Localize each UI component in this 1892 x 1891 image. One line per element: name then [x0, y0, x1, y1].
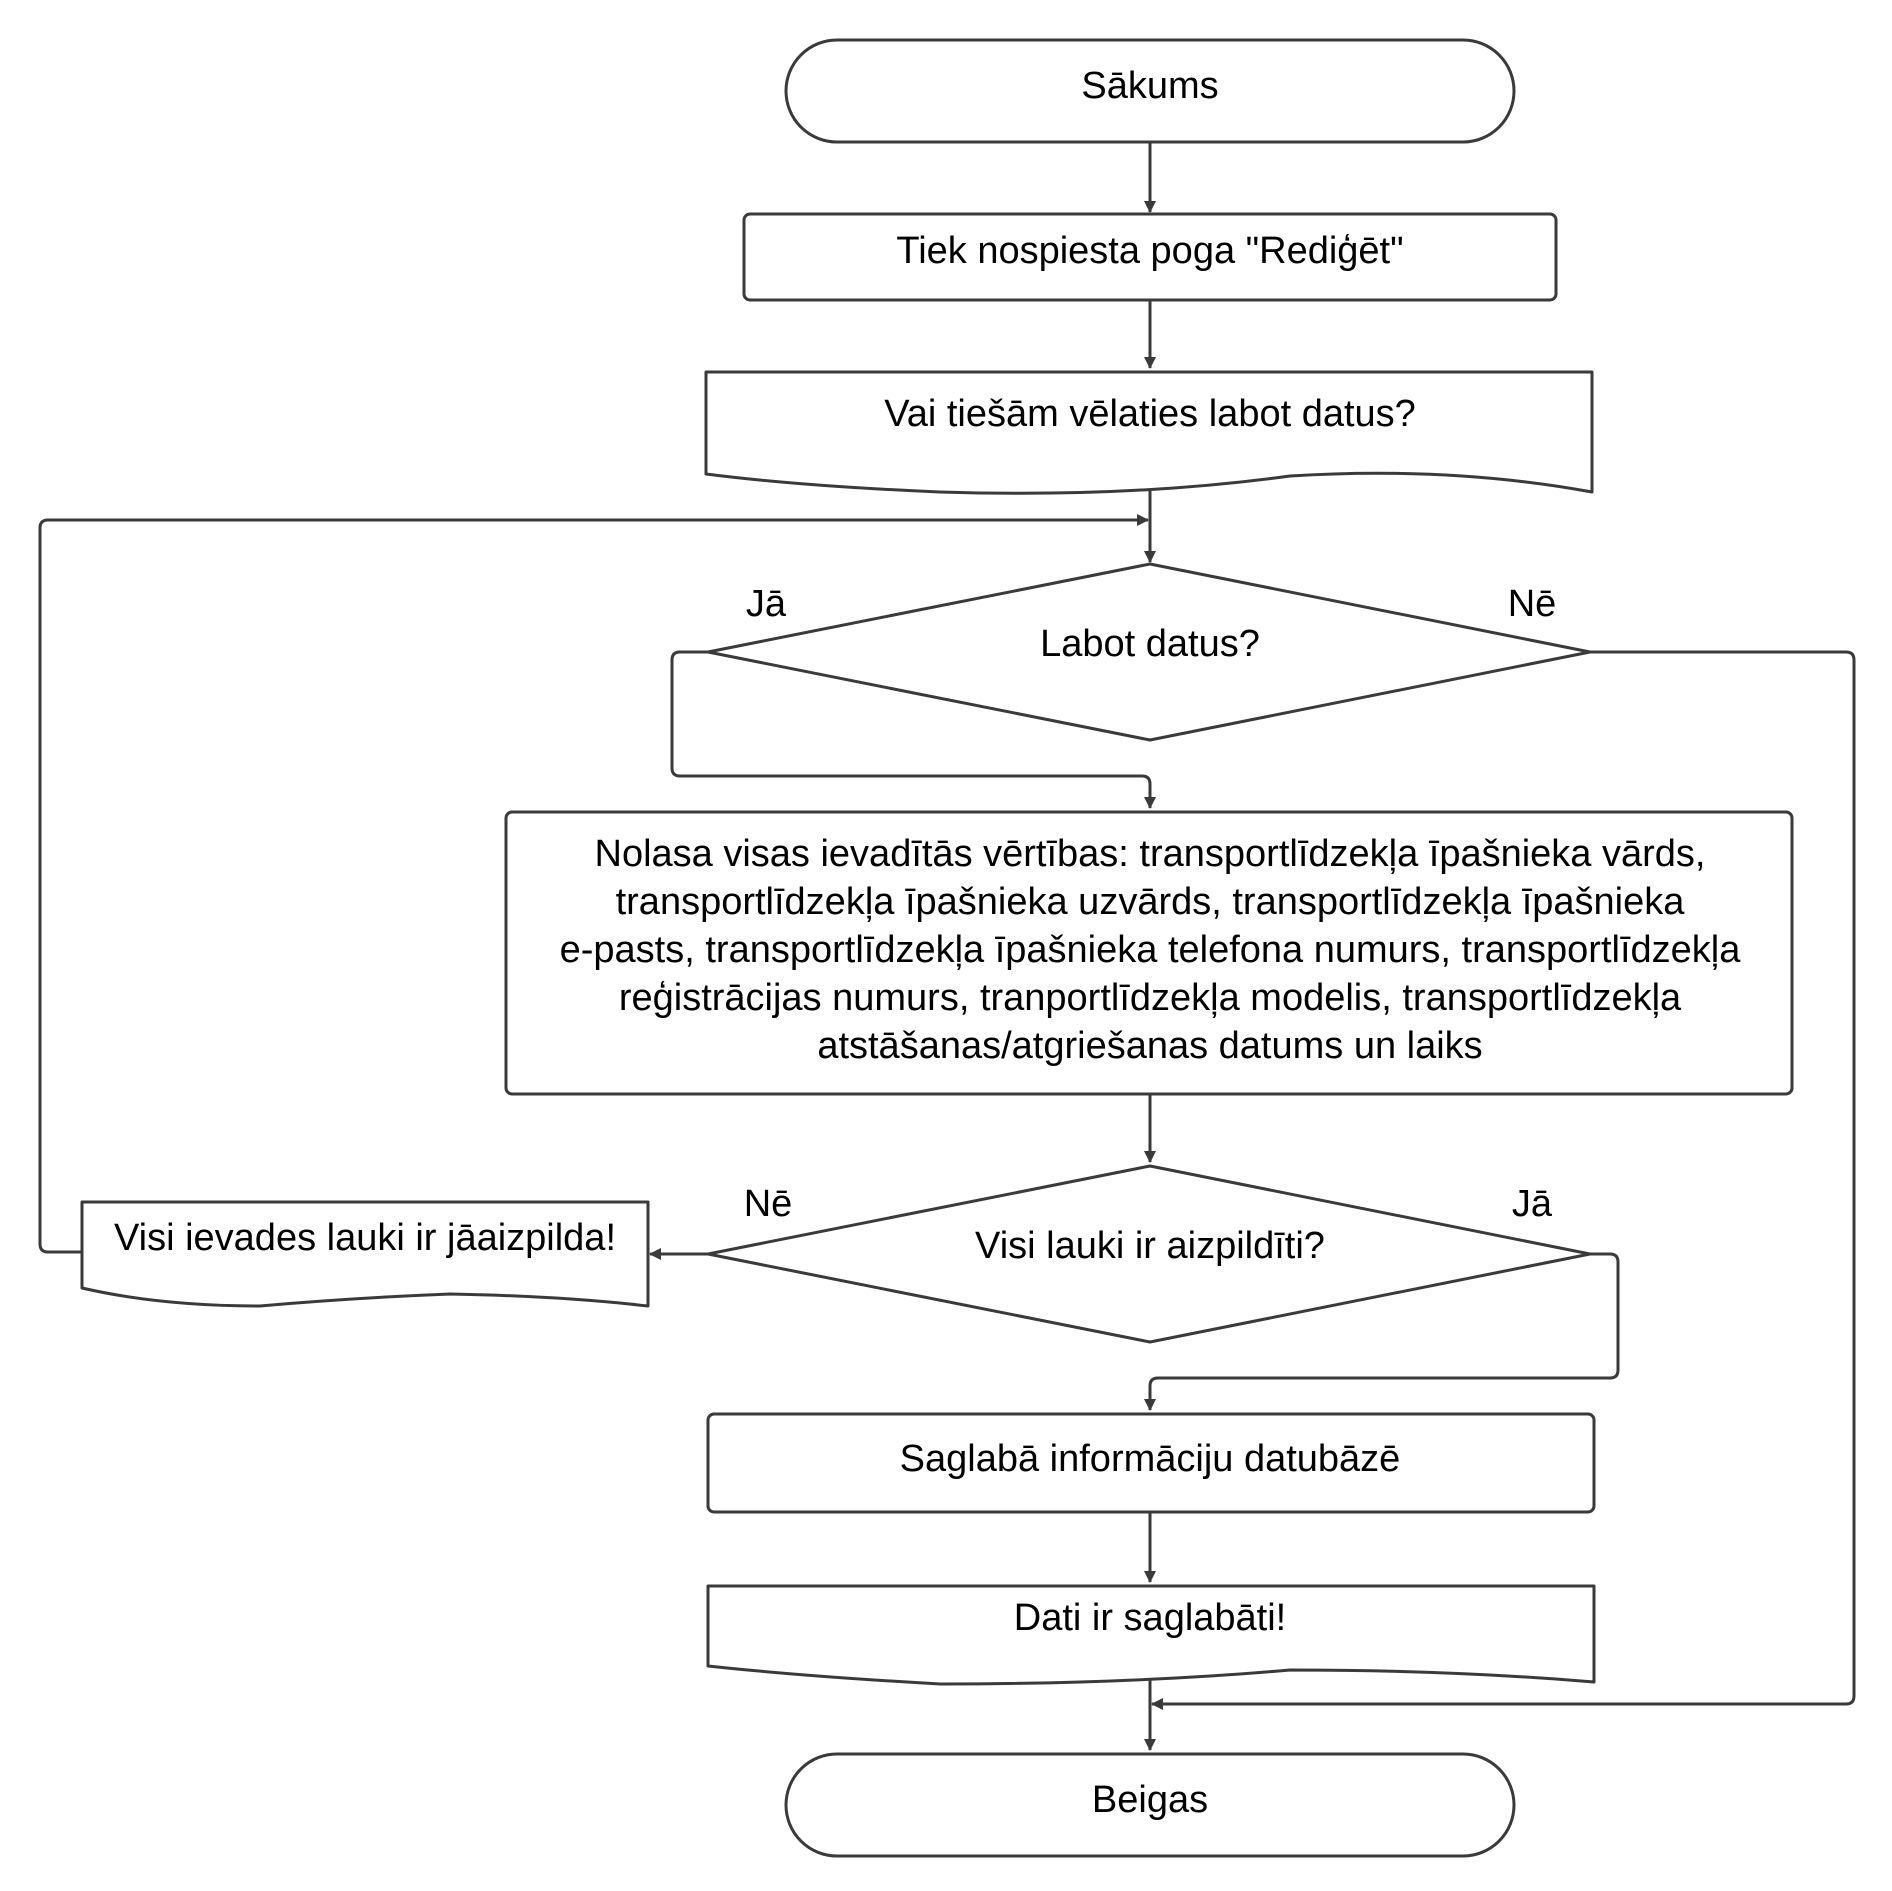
click-edit-process: Tiek nospiesta poga "Rediģēt"	[742, 212, 1558, 302]
edge-edit-no	[1151, 650, 1856, 1710]
save-db-label: Saglabā informāciju datubāzē	[900, 1438, 1401, 1480]
read-values-process: Nolasa visas ievadītās vērtības: transpo…	[504, 810, 1794, 1096]
read-values-line-3: e-pasts, transportlīdzekļa īpašnieka tel…	[560, 929, 1742, 971]
edit-no-label: Nē	[1508, 583, 1557, 625]
click-edit-label: Tiek nospiesta poga "Rediģēt"	[896, 230, 1403, 272]
filled-no-label: Nē	[744, 1183, 793, 1225]
edit-decision-label: Labot datus?	[1040, 623, 1260, 665]
save-db-process: Saglabā informāciju datubāzē	[706, 1412, 1596, 1514]
read-values-line-5: atstāšanas/atgriešanas datums un laiks	[817, 1025, 1482, 1067]
end-terminal: Beigas	[784, 1752, 1516, 1858]
confirm-document: Vai tiešām vēlaties labot datus?	[704, 370, 1594, 495]
read-values-line-2: transportlīdzekļa īpašnieka uzvārds, tra…	[616, 881, 1686, 923]
start-terminal: Sākums	[784, 38, 1516, 144]
read-values-line-1: Nolasa visas ievadītās vērtības: transpo…	[595, 833, 1706, 875]
confirm-label: Vai tiešām vēlaties labot datus?	[884, 393, 1416, 435]
filled-decision-label: Visi lauki ir aizpildīti?	[975, 1225, 1325, 1267]
edges	[38, 142, 1856, 1751]
error-document: Visi ievades lauki ir jāaizpilda!	[80, 1200, 650, 1308]
edge-edit-yes	[670, 650, 1156, 809]
edit-decision: Labot datus?	[706, 562, 1592, 742]
edit-yes-label: Jā	[746, 583, 787, 625]
edge-filled-yes	[1144, 1252, 1620, 1411]
saved-label: Dati ir saglabāti!	[1014, 1597, 1286, 1639]
edge-loop-back	[38, 514, 1149, 1254]
filled-decision: Visi lauki ir aizpildīti?	[706, 1164, 1592, 1344]
start-label: Sākums	[1081, 65, 1218, 107]
end-label: Beigas	[1092, 1779, 1208, 1821]
saved-document: Dati ir saglabāti!	[706, 1584, 1596, 1686]
filled-yes-label: Jā	[1512, 1183, 1553, 1225]
error-label: Visi ievades lauki ir jāaizpilda!	[114, 1217, 616, 1259]
read-values-line-4: reģistrācijas numurs, tranportlīdzekļa m…	[619, 977, 1682, 1019]
